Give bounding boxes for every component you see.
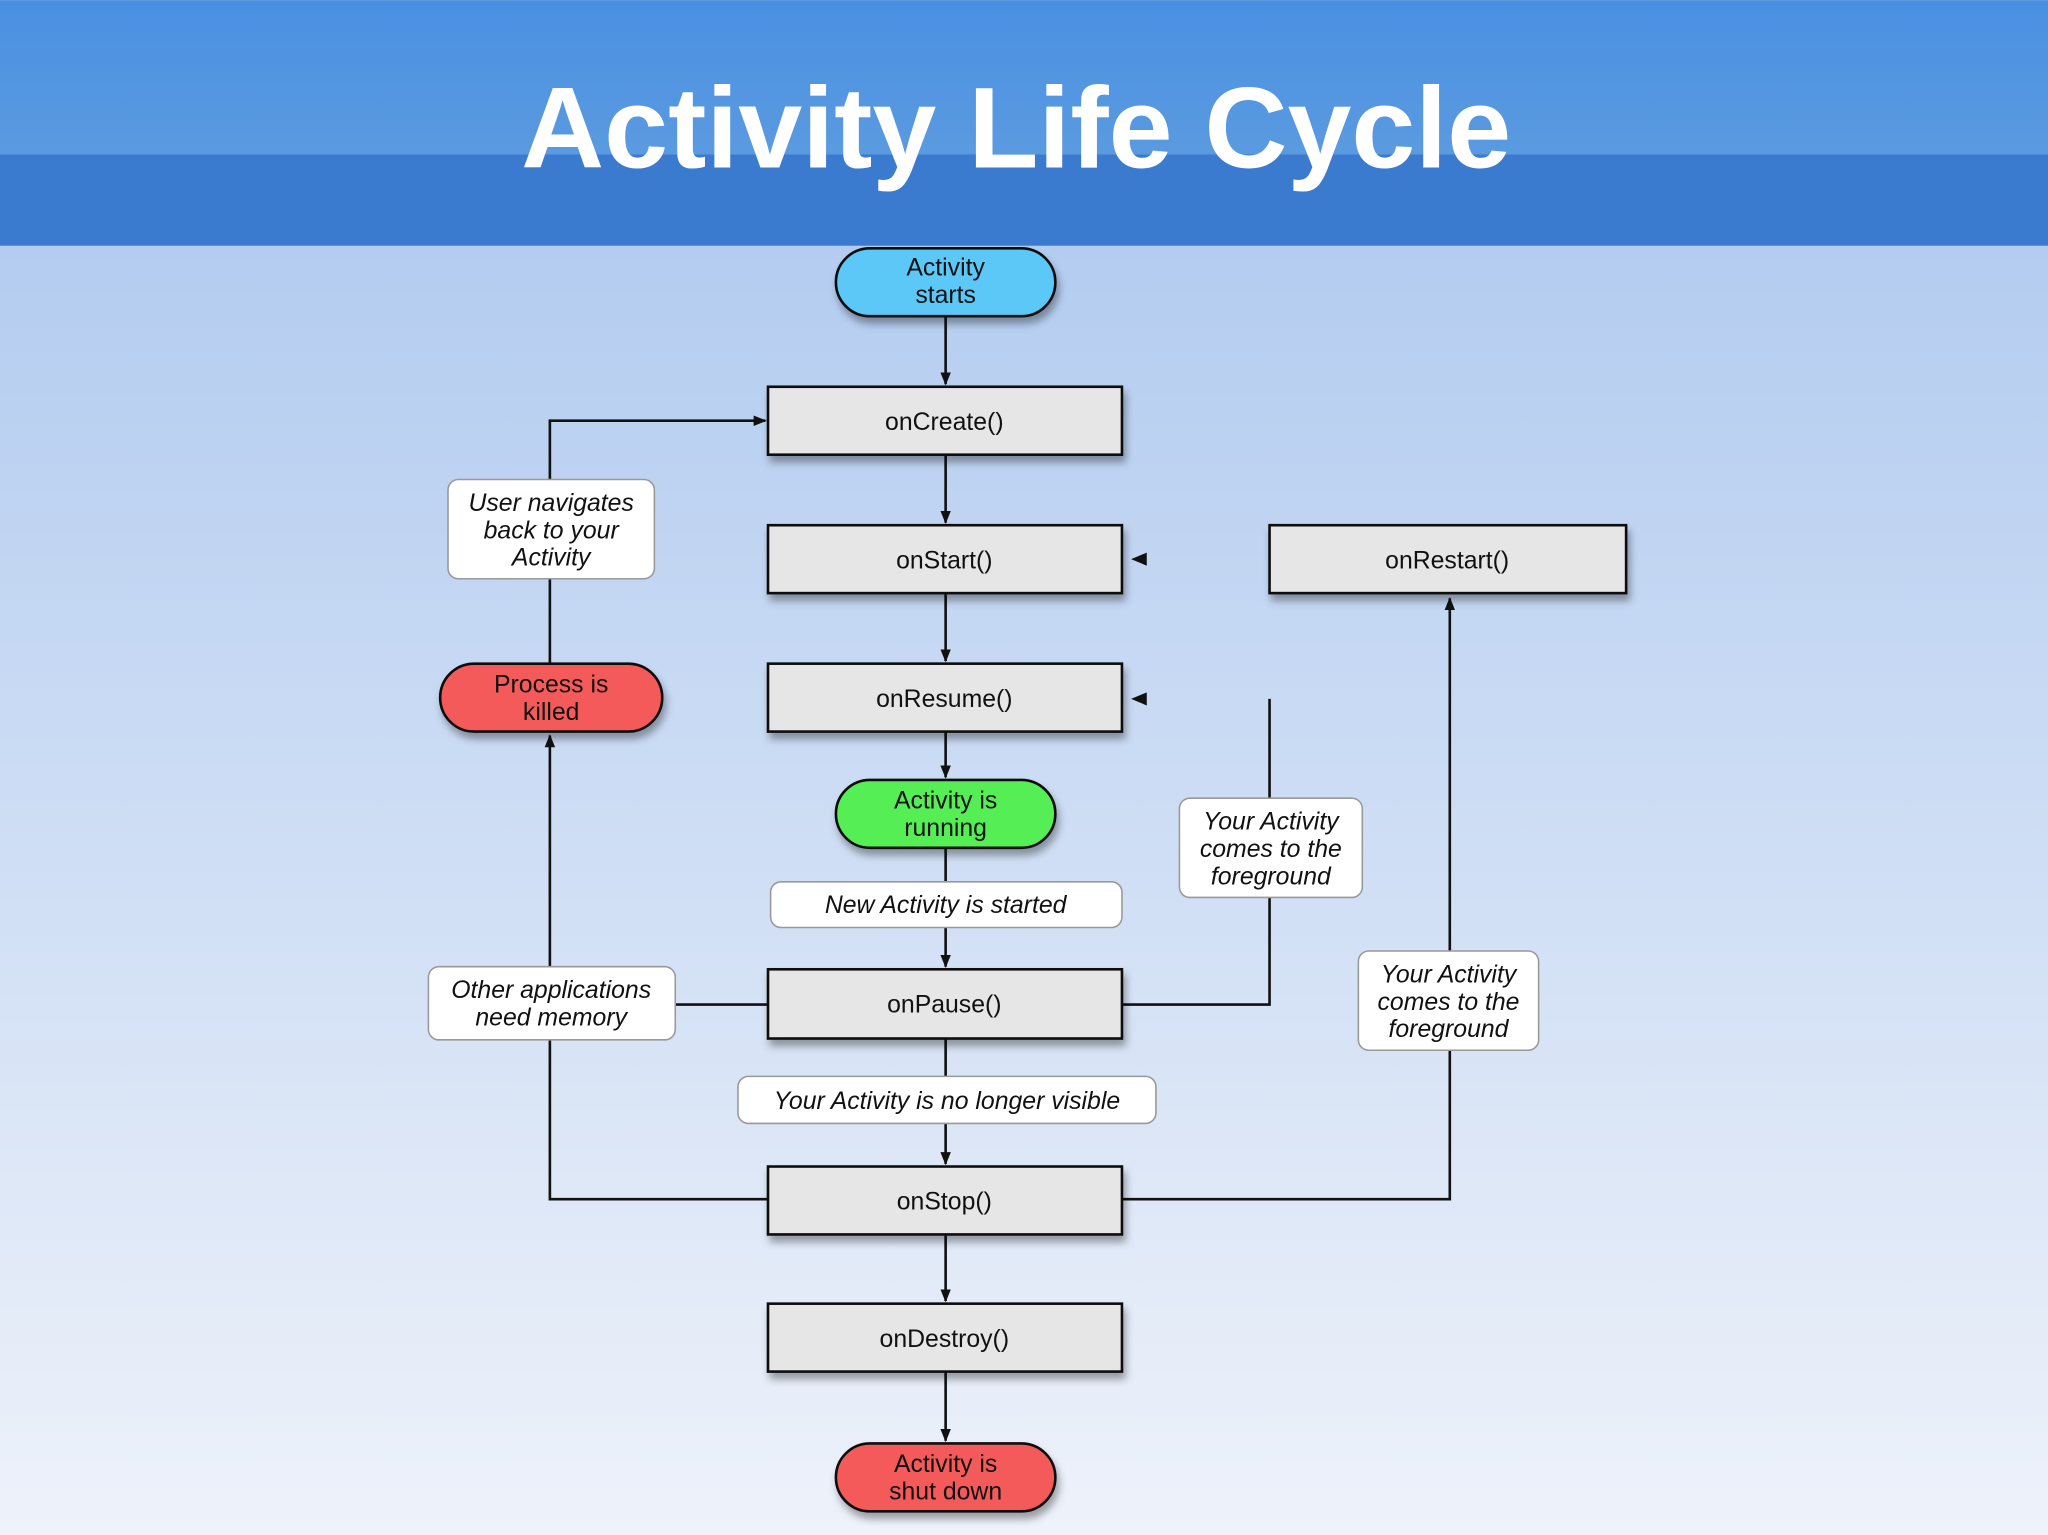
svg-text:Activity: Activity	[510, 545, 592, 572]
label-comes-to-foreground-2: Your Activity comes to the foreground	[1357, 950, 1540, 1052]
svg-text:comes to the: comes to the	[1200, 836, 1342, 863]
svg-text:Process is: Process is	[494, 671, 608, 698]
svg-text:onResume(): onResume()	[876, 686, 1012, 713]
svg-text:onStart(): onStart()	[896, 547, 992, 574]
svg-text:onPause(): onPause()	[887, 991, 1001, 1018]
svg-text:foreground: foreground	[1211, 863, 1332, 890]
connectors	[544, 316, 1456, 1443]
node-activity-shut-down: Activity is shut down	[834, 1442, 1057, 1513]
node-oncreate: onCreate()	[766, 385, 1124, 456]
svg-text:killed: killed	[523, 699, 580, 726]
svg-text:Your Activity: Your Activity	[1381, 961, 1518, 988]
svg-text:New Activity is started: New Activity is started	[825, 892, 1068, 919]
svg-text:starts: starts	[915, 282, 976, 309]
svg-text:onStop(): onStop()	[897, 1189, 992, 1216]
svg-text:Activity: Activity	[906, 255, 985, 282]
svg-text:Your Activity: Your Activity	[1203, 809, 1340, 836]
header-band-top	[0, 0, 2048, 155]
node-onstop: onStop()	[766, 1165, 1124, 1236]
label-comes-to-foreground-1: Your Activity comes to the foreground	[1178, 797, 1364, 899]
node-onstart: onStart()	[766, 523, 1124, 595]
header-band-bottom	[0, 154, 2048, 246]
node-process-killed: Process is killed	[438, 662, 664, 733]
node-activity-starts: Activity starts	[834, 247, 1057, 318]
svg-text:onCreate(): onCreate()	[885, 409, 1004, 436]
svg-text:Your Activity is no longer vis: Your Activity is no longer visible	[774, 1088, 1120, 1115]
svg-text:foreground: foreground	[1389, 1016, 1510, 1043]
svg-text:Activity is: Activity is	[894, 1451, 997, 1478]
node-onpause: onPause()	[766, 967, 1124, 1040]
svg-text:User navigates: User navigates	[468, 490, 633, 517]
label-other-apps-need-memory: Other applications need memory	[427, 965, 677, 1041]
svg-text:Activity is: Activity is	[894, 788, 997, 815]
node-activity-running: Activity is running	[834, 778, 1057, 850]
svg-text:shut down: shut down	[889, 1479, 1002, 1506]
svg-text:Other applications: Other applications	[451, 977, 651, 1004]
svg-text:onDestroy(): onDestroy()	[880, 1326, 1010, 1353]
slide-title: Activity Life Cycle	[521, 64, 1511, 192]
svg-text:comes to the: comes to the	[1378, 989, 1520, 1016]
label-new-activity-started: New Activity is started	[769, 881, 1123, 929]
svg-text:need memory: need memory	[475, 1004, 628, 1031]
svg-text:running: running	[904, 815, 987, 842]
label-user-navigates-back: User navigates back to your Activity	[447, 478, 656, 580]
node-onrestart: onRestart()	[1268, 523, 1628, 595]
svg-text:back to your: back to your	[484, 517, 621, 544]
svg-text:onRestart(): onRestart()	[1385, 547, 1509, 574]
node-onresume: onResume()	[766, 662, 1124, 733]
node-ondestroy: onDestroy()	[766, 1302, 1124, 1373]
label-no-longer-visible: Your Activity is no longer visible	[737, 1075, 1157, 1125]
